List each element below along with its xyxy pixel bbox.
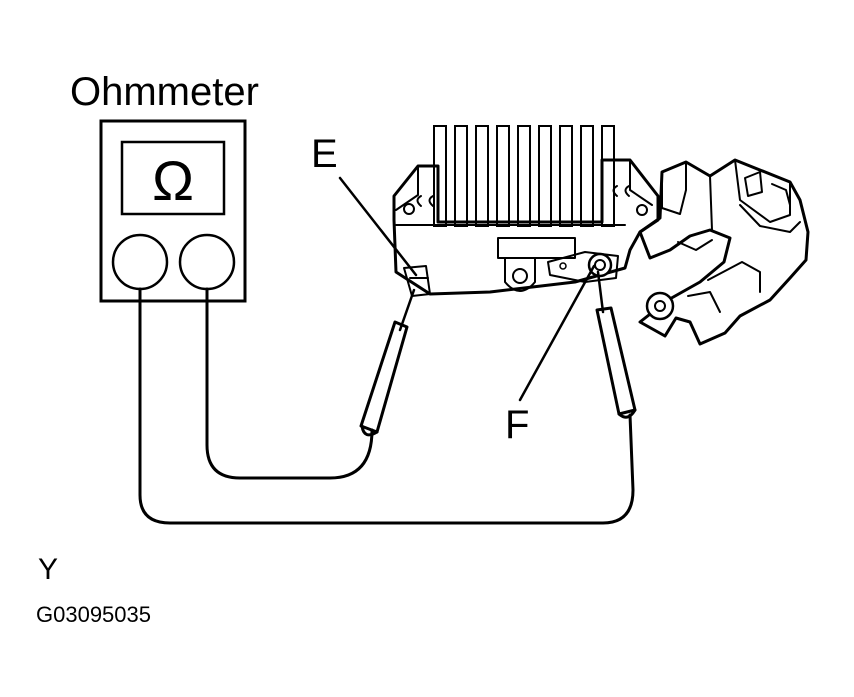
terminal-f-stud-inner (594, 259, 606, 271)
probe-e-handle (359, 320, 409, 434)
regulator-housing (392, 158, 660, 296)
center-screw (512, 268, 528, 284)
ohmmeter-jack-left (111, 233, 169, 291)
terminal-e-leader (338, 176, 418, 277)
footer-mark: Y (38, 553, 58, 586)
figure-code: G03095035 (36, 602, 151, 627)
connector-bracket (638, 158, 810, 346)
heat-sink-fins (433, 125, 615, 227)
ohmmeter-jack-right (178, 233, 236, 291)
probe-f (595, 270, 637, 419)
probe-f-handle (595, 306, 637, 416)
mount-hole-left (403, 203, 415, 215)
ohmmeter: Ω (99, 119, 247, 303)
ohmmeter-display (120, 140, 226, 216)
test-lead-outer-wire (138, 287, 635, 525)
ohm-symbol: Ω (152, 149, 194, 212)
test-lead-inner-wire (205, 287, 374, 480)
ohmmeter-title: Ohmmeter (70, 70, 259, 114)
terminal-f-label: F (505, 403, 529, 447)
probe-e (359, 288, 416, 437)
terminal-f-leader (518, 264, 596, 402)
regulator (392, 125, 810, 346)
mount-hole-right (636, 204, 648, 216)
terminal-e-label: E (311, 132, 338, 176)
